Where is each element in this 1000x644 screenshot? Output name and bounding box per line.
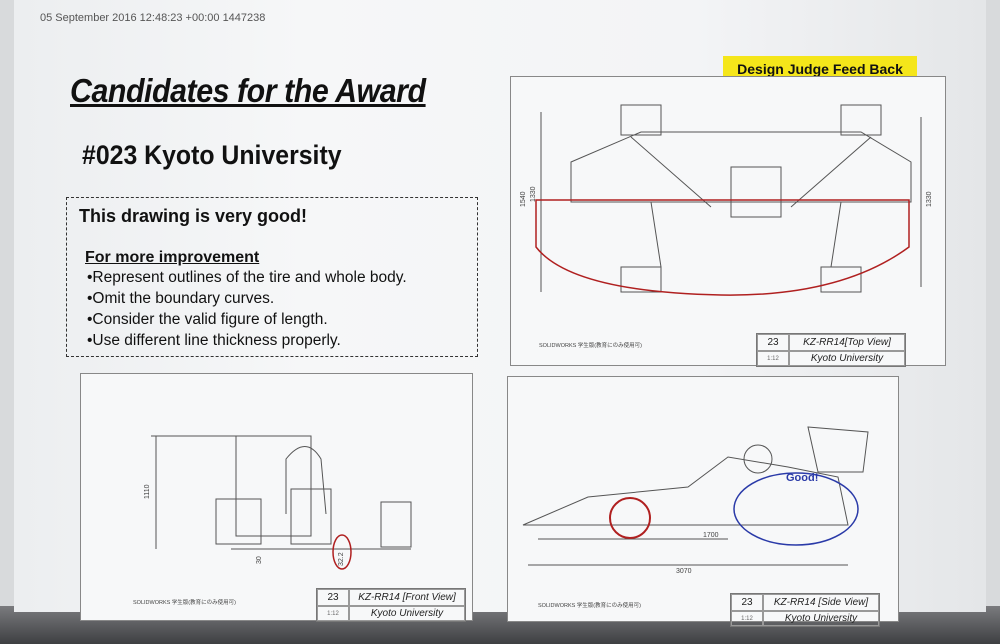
poster-title: Candidates for the Award: [70, 72, 426, 109]
dim-1700: 1700: [703, 532, 719, 539]
solidworks-watermark: SOLIDWORKS 学生版(教育にのみ使用可): [539, 343, 642, 349]
dim-3070: 3070: [676, 568, 692, 575]
front-view-drawing: 1110 30 32.2 SOLIDWORKS 学生版(教育にのみ使用可) 23…: [80, 373, 473, 622]
school-name: Kyoto University: [763, 611, 879, 626]
dim-1330-right: 1330: [926, 191, 933, 207]
red-circle-mark: [332, 534, 352, 570]
improvement-heading: For more improvement: [85, 249, 260, 266]
scale: 1:12: [757, 351, 789, 366]
dim-32-2: 32.2: [338, 552, 345, 566]
sheet-number: 23: [731, 594, 763, 611]
feedback-headline: This drawing is very good!: [79, 206, 308, 226]
side-view-car: Good! 1700 3070: [522, 426, 869, 575]
top-view-car: 1540 1330 1330: [520, 104, 933, 296]
improvement-item: •Represent outlines of the tire and whol…: [87, 269, 407, 286]
improvement-item: •Consider the valid figure of length.: [87, 311, 328, 328]
scale: 1:12: [317, 606, 349, 621]
dim-1110: 1110: [144, 484, 151, 499]
dim-1540: 1540: [520, 191, 527, 207]
dim-1330: 1330: [530, 186, 537, 202]
side-view-drawing: Good! 1700 3070 SOLIDWORKS 学生版(教育にのみ使用可)…: [507, 376, 899, 627]
view-name: KZ-RR14 [Front View]: [349, 589, 465, 606]
dim-30: 30: [256, 556, 263, 564]
title-block: 23 KZ-RR14 [Front View] 1:12 Kyoto Unive…: [316, 588, 466, 622]
view-name: KZ-RR14 [Side View]: [763, 594, 879, 611]
solidworks-watermark: SOLIDWORKS 学生版(教育にのみ使用可): [133, 600, 236, 606]
improvement-item: •Omit the boundary curves.: [87, 290, 275, 307]
good-annotation: Good!: [786, 472, 818, 484]
sheet-number: 23: [317, 589, 349, 606]
solidworks-watermark: SOLIDWORKS 学生版(教育にのみ使用可): [538, 603, 641, 609]
title-block: 23 KZ-RR14[Top View] 1:12 Kyoto Universi…: [756, 333, 906, 367]
view-name: KZ-RR14[Top View]: [789, 334, 905, 351]
front-view-car: 1110 30 32.2: [144, 435, 412, 570]
blue-circle-mark: [733, 472, 859, 546]
feedback-box: This drawing is very good! For more impr…: [66, 197, 478, 357]
red-circle-mark: [609, 497, 651, 539]
title-block: 23 KZ-RR14 [Side View] 1:12 Kyoto Univer…: [730, 593, 880, 627]
scale: 1:12: [731, 611, 763, 626]
improvement-item: •Use different line thickness properly.: [87, 332, 341, 349]
school-name: Kyoto University: [789, 351, 905, 366]
sheet-number: 23: [757, 334, 789, 351]
boundary-curve-mark: [535, 199, 910, 296]
photo-timestamp: 05 September 2016 12:48:23 +00:00 144723…: [40, 12, 266, 24]
top-view-drawing: 1540 1330 1330 SOLIDWORKS 学生版(教育にのみ使用可) …: [510, 76, 946, 367]
school-name: Kyoto University: [349, 606, 465, 621]
team-name: #023 Kyoto University: [82, 140, 342, 170]
